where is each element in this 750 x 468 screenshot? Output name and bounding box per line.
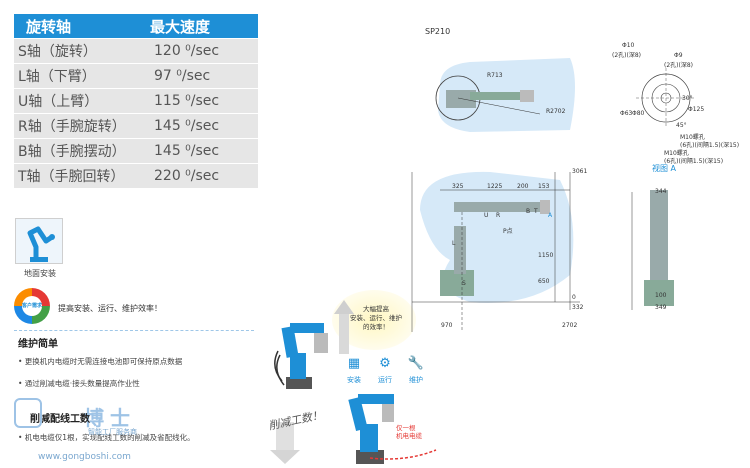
axis-t-label: T: [534, 208, 538, 215]
phi9-note: (2孔)(深8): [664, 62, 693, 69]
table-row: U轴（上臂） 115 ⁰/sec: [14, 88, 258, 113]
install-action-icon: ▦: [347, 356, 361, 371]
efficiency-text-content: 大幅提高 安装、运行、维护 的效率！: [350, 305, 402, 331]
dim-349: 349: [655, 304, 667, 311]
reduce-title: 削减配线工数: [30, 414, 90, 425]
divider: [14, 330, 254, 331]
up-arrow-icon: [334, 300, 354, 314]
up-arrow-stem: [339, 314, 349, 354]
view-a-label: 视图 A: [652, 164, 677, 173]
robot-illustration-after: [348, 394, 437, 464]
down-arrow-stem: [276, 422, 294, 452]
dim-332: 332: [572, 304, 584, 311]
maintenance-bullet: • 通过削减电缆·接头数量提高作业性: [18, 379, 140, 388]
header-speed: 最大速度: [150, 17, 211, 36]
dim-153: 153: [538, 183, 550, 190]
phi125-label: Φ125: [688, 106, 705, 113]
axis-u-label: U: [484, 212, 489, 219]
angle-30: 30°: [682, 95, 693, 102]
a-mark: A: [548, 212, 553, 219]
axis-cell: S轴（旋转）: [18, 44, 97, 60]
dim-1150: 1150: [538, 252, 554, 259]
axis-r-label: R: [496, 212, 501, 219]
angle-45: 45°: [676, 122, 687, 129]
dim-0: 0: [572, 294, 576, 301]
watermark-logo: 博士: [84, 406, 136, 430]
maintain-action-icon: 🔧: [407, 356, 425, 371]
dim-2702: 2702: [562, 322, 578, 329]
maintain-action-label: 维护: [409, 376, 423, 384]
table-row: T轴（手腕回转） 220 ⁰/sec: [14, 163, 258, 188]
robot-illustration-before: [274, 323, 328, 389]
axis-cell: R轴（手腕旋转）: [18, 119, 126, 135]
install-label: 地面安装: [24, 269, 56, 278]
m10-label-b: M10螺孔: [664, 150, 689, 157]
down-arrow-icon: [270, 450, 300, 464]
header-axis: 旋转轴: [26, 17, 72, 36]
demand-text: 提高安装、运行、维护效率！: [58, 304, 162, 313]
dim-650: 650: [538, 278, 550, 285]
maintenance-bullet: • 更换机内电缆时无需连接电池即可保持原点数据: [18, 357, 183, 366]
axis-cell: T轴（手腕回转）: [18, 169, 125, 185]
m10-note-a: (6孔)(间隔1.5)(深15): [680, 142, 740, 149]
watermark-url: www.gongboshi.com: [38, 452, 131, 462]
dim-1225: 1225: [487, 183, 503, 190]
table-row: S轴（旋转） 120 ⁰/sec: [14, 38, 258, 63]
single-cable-label: 仅一根 机电电缆: [396, 424, 422, 440]
speed-cell: 220 ⁰/sec: [154, 168, 220, 184]
efficiency-text: 大幅提高 安装、运行、维护 的效率！: [346, 305, 406, 332]
dim-r2702: R2702: [546, 108, 566, 115]
work-envelope-drawing: [411, 58, 696, 332]
dim-3061: 3061: [572, 168, 588, 175]
speed-table: 旋转轴 最大速度 S轴（旋转）120 ⁰/sec L轴（下臂）97 ⁰/sec …: [14, 14, 258, 188]
table-row: L轴（下臂） 97 ⁰/sec: [14, 63, 258, 88]
maintenance-title: 维护简单: [18, 339, 58, 350]
install-action-label: 安装: [347, 376, 361, 384]
speed-cell: 97 ⁰/sec: [154, 68, 211, 84]
phi63-label: Φ63: [620, 110, 633, 117]
table-row: R轴（手腕旋转） 145 ⁰/sec: [14, 113, 258, 138]
speed-cell: 145 ⁰/sec: [154, 118, 220, 134]
speed-cell: 115 ⁰/sec: [154, 93, 220, 109]
phi10-note: (2孔)(深8): [612, 52, 641, 59]
p-point-label: P点: [503, 228, 513, 235]
run-action-icon: ⚙: [379, 356, 391, 371]
phi9-label: Φ9: [674, 52, 683, 59]
reduce-bullet: • 机电电缆仅1根，实现配线工数的削减及省配线化。: [18, 433, 195, 442]
axis-cell: B轴（手腕摆动）: [18, 144, 126, 160]
dim-325: 325: [452, 183, 464, 190]
ground-install-robot-icon: [15, 218, 63, 264]
phi10-label: Φ10: [622, 42, 635, 49]
axis-s-label: S: [462, 280, 466, 287]
m10-label-a: M10螺孔: [680, 134, 705, 141]
dim-344: 344: [655, 188, 667, 195]
dim-970: 970: [441, 322, 453, 329]
axis-cell: L轴（下臂）: [18, 69, 96, 85]
watermark-subtitle: 智能工厂服务商: [88, 428, 137, 436]
reduce-callout: 削减工数！: [267, 408, 324, 433]
table-row: B轴（手腕摆动） 145 ⁰/sec: [14, 138, 258, 163]
model-name: SP210: [425, 27, 451, 36]
dim-100: 100: [655, 292, 667, 299]
axis-cell: U轴（上臂）: [18, 94, 99, 110]
m10-note-b: (6孔)(间隔1.5)(深15): [664, 158, 724, 165]
axis-l-label: L: [452, 240, 456, 247]
dim-200: 200: [517, 183, 529, 190]
dim-r713: R713: [487, 72, 503, 79]
speed-cell: 120 ⁰/sec: [154, 43, 220, 59]
run-action-label: 运行: [378, 376, 392, 384]
speed-cell: 145 ⁰/sec: [154, 143, 220, 159]
phi80-label: Φ80: [632, 110, 645, 117]
speed-table-header: 旋转轴 最大速度: [14, 14, 258, 38]
axis-b-label: B: [526, 208, 531, 215]
watermark-robot-icon: [14, 398, 42, 428]
demand-badge: 客户需求: [22, 296, 42, 316]
